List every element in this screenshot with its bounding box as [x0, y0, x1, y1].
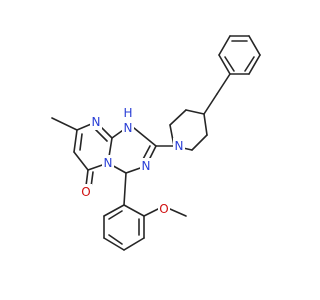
- methyl-bond: [51, 117, 78, 131]
- benzyl-ch2-linker: [203, 73, 231, 115]
- methoxyphenyl-ring: [103, 204, 145, 251]
- atom-h-nh: H: [123, 106, 132, 120]
- atom-o-methoxy: O: [159, 202, 168, 216]
- atom-n-pyrimidine: N: [92, 115, 101, 129]
- phenyl-ring-top: [218, 35, 261, 75]
- molecule-canvas: N N H N N N O O: [51, 35, 261, 251]
- structure-diagram: N N H N N N O O: [51, 35, 261, 251]
- atom-n-triazine: N: [142, 159, 151, 173]
- atom-n-bridge: N: [104, 156, 113, 170]
- atom-labels: N N H N N N O O: [80, 106, 185, 218]
- atom-n-piperidine: N: [175, 139, 184, 153]
- atom-n-nh: N: [124, 121, 133, 135]
- bond-c4-aryl: [123, 172, 127, 206]
- piperidine-ring: [169, 109, 208, 151]
- methoxy-group: [143, 208, 187, 217]
- atom-o-carbonyl: O: [81, 185, 90, 199]
